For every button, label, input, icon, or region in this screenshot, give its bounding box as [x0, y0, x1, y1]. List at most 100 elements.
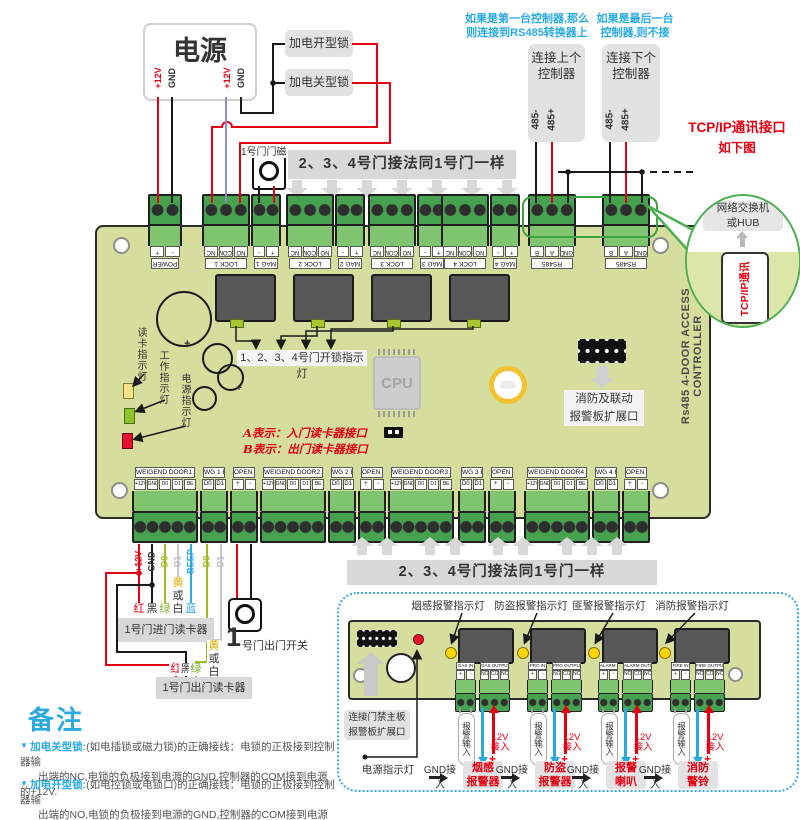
terminal-name: WG 3 B — [461, 467, 483, 478]
terminal-name: LOCK 4 — [444, 258, 486, 269]
alarm-relay-3 — [602, 628, 658, 664]
unlock-led-2 — [311, 319, 325, 328]
fire-alarm-indicator-label: 消防报警指示灯 — [655, 600, 729, 612]
pin-label: GND — [146, 479, 159, 490]
terminal-name: WG 4 B — [595, 467, 617, 478]
terminal-name: RS485 — [605, 258, 647, 269]
pin-label: + — [505, 246, 518, 257]
arrow-up-red-icon — [488, 705, 499, 754]
capacitor — [156, 291, 212, 347]
pin-label: BE — [312, 479, 324, 490]
terminal-name: POWER — [151, 258, 179, 269]
hint-first-line1: 如果是第一台控制器,那么 — [464, 13, 590, 25]
reader-in-box: 1号门进门读卡器 — [118, 618, 214, 642]
alarm-input-label: 报警输入 — [676, 722, 687, 756]
smoke-led — [445, 647, 457, 659]
fire-led — [659, 647, 671, 659]
wire-color-or: 或 — [171, 590, 185, 603]
pin-label: - — [372, 479, 384, 490]
power-led — [122, 433, 133, 449]
gnd-in-label: GND接入 — [423, 765, 457, 791]
gnd-in-label: GND接入 — [495, 765, 529, 791]
pin-label: NC — [643, 670, 652, 680]
exit-button — [228, 598, 262, 632]
alarm-horn-device: 报警喇叭 — [606, 761, 646, 789]
fire-bell-device: 消防警铃 — [678, 761, 718, 789]
arrow-down-blue-icon — [620, 708, 631, 765]
terminal-name: FIRE IN — [671, 662, 690, 670]
wire-color-green: 绿 — [189, 663, 203, 676]
card-read-led — [123, 383, 134, 399]
terminal-name: ALARM IN — [599, 662, 618, 670]
pin-label: - — [419, 246, 432, 257]
pin-label: NO — [623, 670, 632, 680]
pin-label: D0 — [415, 479, 427, 490]
pin-label: GND — [634, 246, 648, 257]
prev-485-plus: 485+ — [546, 108, 558, 131]
pin-label: A — [545, 246, 559, 257]
powered-close-lock-box: 加电关型锁 — [285, 69, 353, 96]
wire-color-white: 白 — [171, 603, 185, 616]
terminal-open2: OPEN 2 +- — [358, 466, 386, 543]
terminal-mag1: -+ MAG 1 — [251, 194, 281, 269]
fire-expansion-line1: 消防及联动 — [575, 393, 633, 405]
alarm-input-box: 报警输入 — [530, 713, 547, 765]
pin-label: - — [466, 670, 475, 680]
wire-color-yellow: 黄 — [207, 640, 221, 653]
arrow-up-red-icon — [560, 705, 571, 754]
arrow-down-icon — [286, 180, 308, 197]
plus-label: + — [561, 752, 569, 766]
pin-label: D0 — [594, 479, 606, 490]
arrow-down-blue-icon — [692, 708, 703, 765]
arrow-up-icon — [444, 537, 466, 555]
reader-note-a: A表示：入门读卡器接口 — [243, 426, 367, 440]
prev-controller-line2: 控制器 — [537, 67, 576, 81]
pin-label: BE — [576, 479, 588, 490]
top-banner: 2、3、4号门接法同1号门一样 — [288, 150, 516, 179]
pin-label: - — [681, 670, 690, 680]
next-controller-box: 连接下个 控制器 — [602, 44, 660, 142]
alarm-expansion-line2: 报警板扩展口 — [348, 727, 406, 738]
arrow-up-icon — [487, 537, 509, 555]
plus-label: + — [489, 752, 497, 766]
terminal-fire-in: FIRE IN +- — [670, 662, 691, 712]
wire-color-blue: 蓝 — [184, 603, 198, 616]
work-led-label: 工作指示灯 — [157, 350, 168, 405]
pin-label: GND — [538, 479, 551, 490]
terminal-name: WEIGEND DOOR2 A — [263, 467, 323, 478]
smoke-alarm-device: 烟感报警器 — [463, 761, 503, 789]
wire-color-red: 红 — [132, 603, 146, 616]
note-1-body1: (如电插锁或磁力锁)的正确接线：电锁的正极接到控制器输 — [20, 741, 335, 768]
hint-last-controller: 如果是最后一台 控制器,则不接 — [577, 12, 693, 40]
terminal-name: GAS OUTPUT — [480, 662, 509, 670]
component-circle — [192, 386, 217, 411]
tcpip-line1: TCP/IP通讯接口 — [688, 120, 786, 135]
pin-label: D0 — [460, 479, 472, 490]
plus-label: + — [632, 752, 640, 766]
pin-label: + — [350, 246, 363, 257]
robbery-led — [588, 647, 600, 659]
pin-label: NC — [715, 670, 724, 680]
arrow-up-icon — [606, 537, 628, 555]
screw-hole — [652, 237, 669, 254]
wire-label-beep: BEEP — [185, 549, 196, 574]
next-controller-line1: 连接下个 — [605, 51, 656, 65]
alarm-section-border — [337, 592, 799, 792]
pin-label: NO — [473, 246, 487, 257]
alarm-input-box: 报警输入 — [673, 713, 690, 765]
power-pin-gnd-1: GND — [167, 68, 177, 88]
pin-label: D0 — [551, 479, 563, 490]
note-2-lead: 加电开型锁: — [30, 779, 87, 791]
power-led-label: 电源指示灯 — [179, 373, 190, 428]
power-pin-12v-1: +12V — [153, 67, 163, 89]
pin-label: NC — [288, 246, 302, 257]
pin-label: - — [253, 246, 266, 257]
arrow-up-icon — [357, 652, 385, 696]
alarm-power-led-label: 电源指示灯 — [361, 764, 415, 776]
